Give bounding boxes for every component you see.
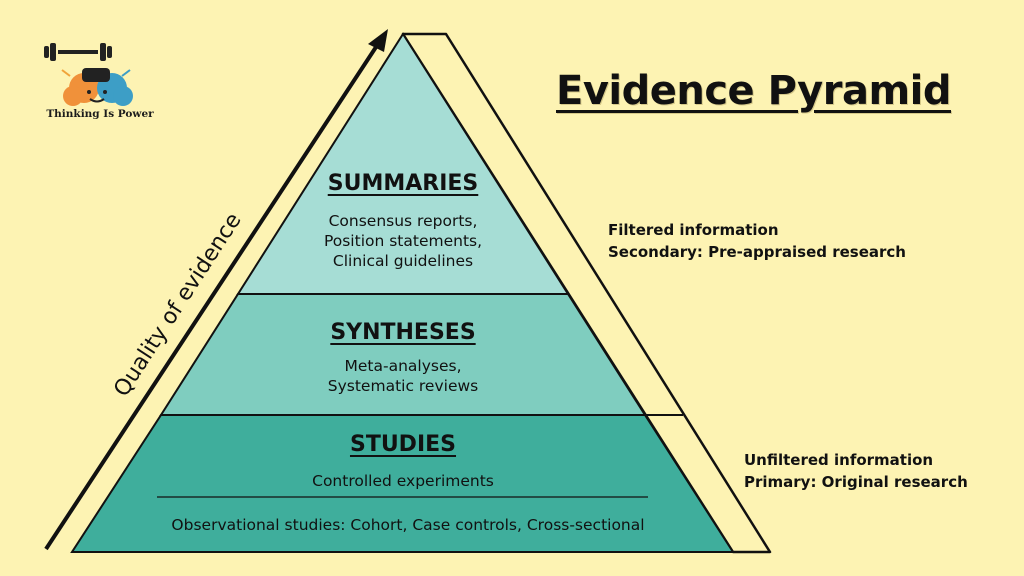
summaries-item: Clinical guidelines <box>332 252 474 270</box>
syntheses-item: Systematic reviews <box>327 377 479 395</box>
unfiltered-line: Primary: Original research <box>744 473 968 491</box>
tier-studies-lower: Observational studies: Cohort, Case cont… <box>171 516 645 534</box>
tier-summaries-items: Consensus reports, Position statements, … <box>283 211 523 271</box>
tier-summaries-title: SUMMARIES <box>327 171 479 196</box>
filtered-line: Filtered information <box>608 221 779 239</box>
syntheses-item: Meta-analyses, <box>344 357 462 375</box>
unfiltered-line: Unfiltered information <box>744 451 934 469</box>
summaries-item: Position statements, <box>323 232 483 250</box>
summaries-item: Consensus reports, <box>328 212 478 230</box>
tier-studies-title: STUDIES <box>349 432 457 457</box>
filtered-line: Secondary: Pre-appraised research <box>608 243 906 261</box>
quality-arrow-head <box>368 29 388 52</box>
filtered-info-label: Filtered information Secondary: Pre-appr… <box>608 219 906 263</box>
unfiltered-info-label: Unfiltered information Primary: Original… <box>744 449 968 493</box>
tier-studies-upper: Controlled experiments <box>312 472 494 490</box>
tier-syntheses-title: SYNTHESES <box>330 320 476 345</box>
tier-syntheses-items: Meta-analyses, Systematic reviews <box>283 356 523 396</box>
brain-dumbbell-logo <box>44 43 133 106</box>
tier-syntheses-shape <box>159 293 647 416</box>
tier-studies-shape <box>70 414 735 553</box>
logo-caption: Thinking Is Power <box>46 108 154 120</box>
page-title: Evidence Pyramid <box>556 68 952 114</box>
quality-arrow-shaft <box>44 42 380 551</box>
